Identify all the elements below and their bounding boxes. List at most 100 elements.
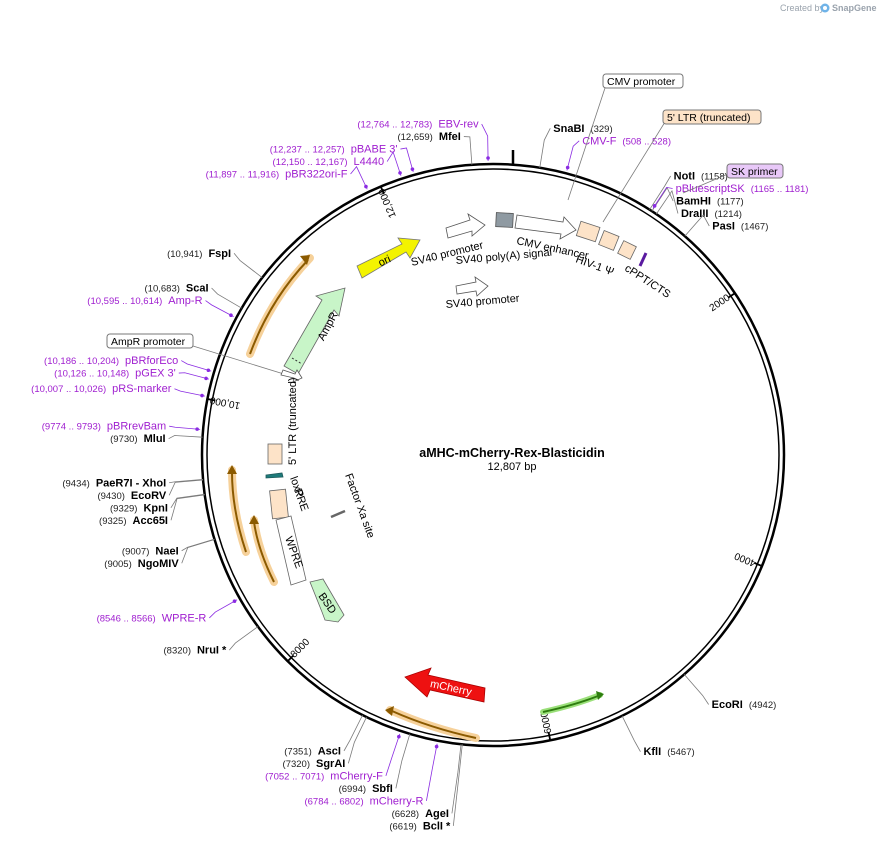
primer-coord-mcherry-r: (6784 .. 6802) xyxy=(304,796,363,807)
primer-leader-pbrforeco xyxy=(181,360,212,372)
primer-coord-pbabe-3: (12,237 .. 12,257) xyxy=(270,145,345,156)
primer-leader-cmv-f xyxy=(566,140,580,171)
scale-tick-8000 xyxy=(287,654,294,662)
primer-pgex-3: pGEX 3'(10,126 .. 10,148) xyxy=(54,368,210,381)
primer-wpre-r: WPRE-R(8546 .. 8566) xyxy=(97,599,238,624)
enzyme-name-ngomiv: NgoMIV xyxy=(138,558,180,570)
left-highlight-arc-1 xyxy=(228,466,250,556)
enzyme-name-scai: ScaI xyxy=(186,283,209,295)
primer-mark-ebv-rev xyxy=(486,156,490,160)
callout-ampr-promoter: AmpR promoter xyxy=(106,333,288,376)
scale-tick-label-2000: 2000 xyxy=(708,292,733,314)
factor-xa-mark xyxy=(330,509,346,519)
enzyme-sbfi: SbfI(6994) xyxy=(339,733,411,795)
primer-name-pbluescriptsk: pBluescriptSK xyxy=(676,183,746,195)
ampr-orf-arrowhead xyxy=(300,255,310,265)
enzyme-coord-draiii: (1214) xyxy=(714,209,741,220)
enzyme-coord-paer7i-xhoi: (9434) xyxy=(62,478,89,489)
primer-pbabe-3: pBABE 3' (12,237 .. 12,257) xyxy=(270,144,415,173)
sv40-promoter-top-arrow xyxy=(445,213,486,239)
enzyme-coord-agei: (6628) xyxy=(392,809,419,820)
primer-leader-pbluescriptsk xyxy=(652,186,673,209)
enzyme-coord-sgrai: (7320) xyxy=(283,759,310,770)
plasmid-size: 12,807 bp xyxy=(488,461,537,473)
enzyme-coord-kpni: (9329) xyxy=(110,503,137,514)
enzyme-name-kfli: KflI xyxy=(643,746,661,758)
enzyme-agei: AgeI (6628) xyxy=(392,744,462,820)
enzyme-name-nrui: NruI * xyxy=(197,645,227,657)
enzyme-name-sbfi: SbfI xyxy=(372,783,393,795)
primer-name-pbabe-3: pBABE 3' xyxy=(351,144,398,156)
enzyme-coord-mfei: (12,659) xyxy=(397,132,432,143)
enzyme-leader-bamhi xyxy=(651,186,674,212)
primer-name-l4440: L4440 xyxy=(354,156,385,168)
enzyme-name-acc65i: Acc65I xyxy=(133,515,168,527)
enzyme-leader-scai xyxy=(211,287,242,309)
enzyme-name-sgrai: SgrAI xyxy=(316,758,345,770)
primer-pbr322ori-f: pBR322ori-F(11,897 .. 11,916) xyxy=(206,165,368,190)
enzyme-coord-fspi: (10,941) xyxy=(167,249,202,260)
branding: Created by SnapGene xyxy=(780,3,877,13)
primer-coord-cmv-f: (508 .. 528) xyxy=(622,136,671,147)
backbone xyxy=(200,150,786,748)
created-by-label: Created by xyxy=(780,3,825,13)
backbone-inner-ring xyxy=(206,168,780,742)
sv40-promoter-bottom-label: SV40 promoter xyxy=(445,293,520,311)
enzyme-coord-ecori: (4942) xyxy=(749,700,776,711)
enzyme-coord-naei: (9007) xyxy=(122,546,149,557)
primer-leader-pbrrevbam xyxy=(169,425,201,430)
enzyme-coord-ngomiv: (9005) xyxy=(104,559,131,570)
enzyme-leader-mfei xyxy=(463,136,473,165)
ltr-box-1 xyxy=(575,220,601,243)
scale-tick-label-4000: 4000 xyxy=(733,550,758,569)
feature-callouts: CMV promoter 5' LTR (truncated) SK prime… xyxy=(106,73,784,376)
enzyme-name-bamhi: BamHI xyxy=(676,195,711,207)
enzyme-name-asci: AscI xyxy=(318,745,341,757)
enzyme-coord-ecorv: (9430) xyxy=(97,491,124,502)
enzyme-leader-paer7i-xhoi xyxy=(169,479,204,484)
enzyme-name-pasi: PasI xyxy=(712,220,735,232)
enzyme-leader-kfli xyxy=(621,715,641,752)
primer-amp-r: Amp-R(10,595 .. 10,614) xyxy=(87,295,234,318)
primer-leader-prs-marker xyxy=(174,388,206,397)
enzyme-coord-acc65i: (9325) xyxy=(99,516,126,527)
scale-tick-label-10000: 10,000 xyxy=(209,394,242,411)
ltr-box-3 xyxy=(617,240,637,260)
primer-mark-wpre-r xyxy=(232,599,237,604)
primer-name-ebv-rev: EBV-rev xyxy=(438,119,479,131)
primer-coord-mcherry-f: (7052 .. 7071) xyxy=(265,771,324,782)
scale-tick-label-8000: 8000 xyxy=(289,636,313,660)
scale-tick-2000 xyxy=(727,292,736,299)
enzyme-leader-nrui xyxy=(229,626,259,651)
left-orf-arc-2 xyxy=(253,521,275,583)
wpre-feature xyxy=(275,515,307,586)
primer-name-mcherry-r: mCherry-R xyxy=(370,795,424,807)
primer-coord-pbrrevbam: (9774 .. 9793) xyxy=(42,422,101,433)
primer-name-pgex-3: pGEX 3' xyxy=(135,368,176,380)
enzyme-leader-pasi xyxy=(684,214,710,237)
plasmid-name: aMHC-mCherry-Rex-Blasticidin xyxy=(419,446,604,460)
enzyme-leader-snabi xyxy=(539,128,551,168)
ampr-orf-arc xyxy=(249,259,309,355)
enzyme-kfli: KflI(5467) xyxy=(621,715,695,758)
enzyme-paer7i-xhoi: PaeR7I - XhoI(9434) xyxy=(62,477,204,489)
bottom-orf-arrowhead xyxy=(385,706,394,716)
ampr-feature: AmpR xyxy=(283,287,346,375)
primer-mark-amp-r xyxy=(229,313,233,318)
ori-label: ori xyxy=(377,253,393,269)
enzyme-mfei: MfeI(12,659) xyxy=(397,131,473,165)
primer-leader-wpre-r xyxy=(209,599,238,619)
enzyme-leader-ecorv xyxy=(168,479,204,496)
enzyme-name-noti: NotI xyxy=(674,170,695,182)
enzyme-name-agei: AgeI xyxy=(425,808,449,820)
enzyme-leader-sgrai xyxy=(347,716,367,764)
hiv-psi-label: HIV-1 Ψ xyxy=(574,254,615,279)
sv40-promoter-bottom-arrow xyxy=(455,276,489,297)
enzyme-coord-scai: (10,683) xyxy=(145,284,180,295)
scale-tick-4000 xyxy=(754,562,763,567)
primer-leader-mcherry-f xyxy=(385,733,401,777)
ltr-truncated-inner-label: 5' LTR (truncated) xyxy=(287,378,299,465)
primer-coord-wpre-r: (8546 .. 8566) xyxy=(97,613,156,624)
callout-cmv-promoter: CMV promoter xyxy=(567,73,684,201)
